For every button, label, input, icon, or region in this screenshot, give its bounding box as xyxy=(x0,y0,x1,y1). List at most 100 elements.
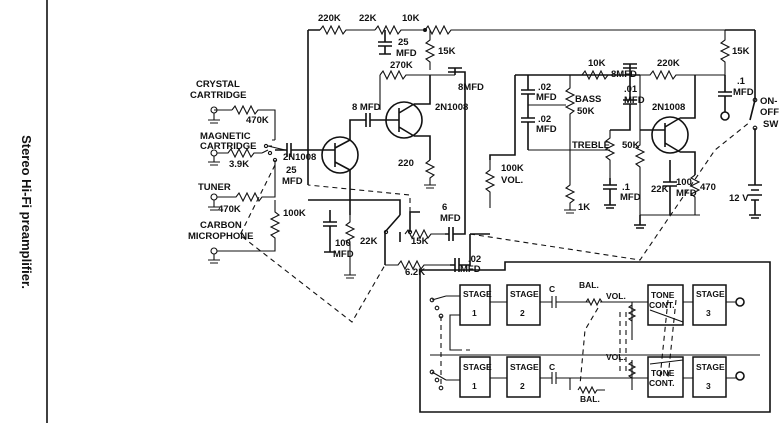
cap-25mfd xyxy=(275,143,328,157)
transistor-q2 xyxy=(385,101,423,139)
tuner-ground xyxy=(208,200,220,211)
cap-02-b xyxy=(521,105,535,150)
transistor-q1 xyxy=(321,136,359,174)
top-channel-wires xyxy=(490,296,736,340)
stage-3-bot-num: 3 xyxy=(706,381,711,391)
sw-label: SW xyxy=(763,119,778,130)
resistor-470 xyxy=(689,174,701,215)
block-bal-gang xyxy=(579,307,599,386)
q1-emitter-wire xyxy=(308,170,351,215)
resistor-15k-top xyxy=(424,30,436,70)
stage-3-bot-label: STAGE xyxy=(696,362,725,372)
tone-top-label: TONE xyxy=(651,290,675,300)
c-8mfd-a-label: 8MFD xyxy=(458,82,484,93)
mic-ground xyxy=(208,254,220,264)
c-25-top-mfd-label: MFD xyxy=(396,48,417,59)
carbon-label: CARBON xyxy=(200,220,242,231)
r-22k-q3-label: 22K xyxy=(651,184,669,195)
cap-8mfd-a xyxy=(448,67,466,185)
cap-01 xyxy=(610,75,637,131)
top-input-b xyxy=(434,305,440,311)
block-diagram-frame xyxy=(419,261,771,413)
stage-3-bot-box xyxy=(692,356,727,398)
volume-pot xyxy=(484,160,496,208)
cap-8mfd-c xyxy=(623,63,637,75)
tone-top-cont: CONT. xyxy=(649,300,675,310)
magnetic-ground xyxy=(208,156,220,166)
tuner-jack xyxy=(210,193,218,201)
stage-2-top-label: STAGE xyxy=(510,289,539,299)
bass-value-label: 50K xyxy=(577,106,595,117)
r-15k-mid-label: 15K xyxy=(411,236,429,247)
bot-input-c xyxy=(438,385,444,391)
c-25-top-label: 25 xyxy=(398,37,409,48)
c-100-b-mfd-label: MFD xyxy=(676,188,697,199)
c-1-b-label: .1 xyxy=(737,76,746,87)
c-bot-label: C xyxy=(549,362,555,372)
transistor-q3 xyxy=(651,116,689,154)
bass-pot xyxy=(564,75,576,150)
stage-1-bot-label: STAGE xyxy=(463,362,492,372)
vol-value-label: 100K xyxy=(501,163,524,174)
resistor-6-2k xyxy=(385,259,450,271)
stage-3-top-box xyxy=(692,284,727,326)
resistor-220k-top xyxy=(319,24,375,36)
resistor-470k-b xyxy=(217,160,276,203)
magnetic-cartridge-label: CARTRIDGE xyxy=(200,141,256,152)
c-6-label: 6 xyxy=(442,202,447,213)
c-6-mfd-label: MFD xyxy=(440,213,461,224)
cap-02-out xyxy=(450,234,471,272)
c-02-a-mfd-label: MFD xyxy=(536,92,557,103)
r-10k-tone-label: 10K xyxy=(588,58,606,69)
c-02-out-label: .02 xyxy=(468,254,481,265)
resistor-100k xyxy=(217,200,281,252)
bot-input-switch xyxy=(431,371,460,381)
resistor-270k xyxy=(379,69,455,81)
resistor-220 xyxy=(424,159,436,189)
c-100-b-label: 100 xyxy=(676,177,692,188)
battery-label: 12 V xyxy=(729,193,749,204)
tuner-label: TUNER xyxy=(198,182,231,193)
battery-12v xyxy=(748,184,762,219)
switch-contact-2 xyxy=(267,150,273,156)
junction-top xyxy=(423,28,427,32)
q2-leads xyxy=(392,75,431,160)
feedback-switch xyxy=(350,199,401,265)
off-label: OFF xyxy=(760,107,779,118)
c-8mfd-c-label: 8MFD xyxy=(611,69,637,80)
r-1k-label: 1K xyxy=(578,202,590,213)
magnetic-label: MAGNETIC xyxy=(200,131,251,142)
stage-1-top-box xyxy=(459,284,491,326)
top-input-a xyxy=(429,297,435,303)
c-100-a-mfd-label: MFD xyxy=(333,249,354,260)
top-input-switch xyxy=(431,295,460,301)
cap-100mfd-b xyxy=(663,160,677,215)
sw-contact-2 xyxy=(752,125,758,131)
stage-1-top-num: 1 xyxy=(472,308,477,318)
stage-1-top-label: STAGE xyxy=(463,289,492,299)
input-selector-switch xyxy=(261,139,286,154)
cap-1-a xyxy=(603,178,617,209)
r-6-2k-label: 6.2K xyxy=(405,267,425,278)
r-100k-label: 100K xyxy=(283,208,306,219)
stage-3-top-num: 3 xyxy=(706,308,711,318)
fb-contact-1 xyxy=(383,229,389,235)
tone-left-wire xyxy=(470,75,516,235)
tone-bot-cont: CONT. xyxy=(649,378,675,388)
resistor-470k-a xyxy=(231,104,276,140)
resistor-15k-mid xyxy=(404,228,445,240)
cap-6mfd xyxy=(445,185,466,241)
r-22k-bot-label: 22K xyxy=(360,236,378,247)
r-220k-tone-label: 220K xyxy=(657,58,680,69)
c-1-b-mfd-label: MFD xyxy=(733,87,754,98)
c-8mfd-b-label: 8 MFD xyxy=(352,102,381,113)
on-off-switch xyxy=(749,30,756,185)
r-470k-a-label: 470K xyxy=(246,115,269,126)
c-02-b-mfd-label: MFD xyxy=(536,124,557,135)
c-100-a-label: 100 xyxy=(335,238,351,249)
resistor-22k-q3 xyxy=(634,75,700,216)
bot-input-b xyxy=(434,377,440,383)
q1-label: 2N1008 xyxy=(283,152,316,163)
